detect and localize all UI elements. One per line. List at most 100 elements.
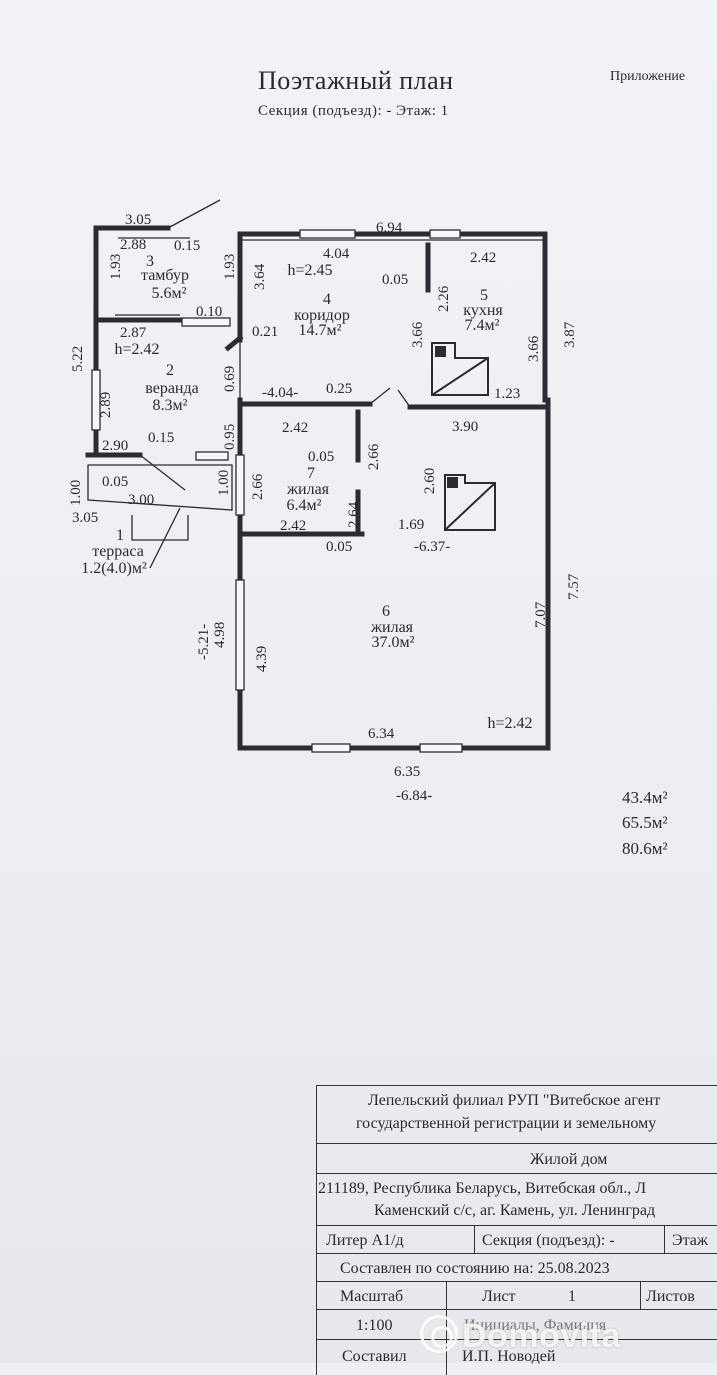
dim-3-05-bot: 3.05 [72,510,98,526]
room2-area: 8.3м² [153,397,188,414]
door-swing-tambur [167,199,221,229]
room2-name: веранда [145,380,198,397]
dim-0-15-a: 0.15 [174,238,200,254]
room4-number: 4 [323,291,331,308]
dim-0-05-c: 0.05 [102,474,128,490]
stamp-row-scale-value: 1:100 Инициалы, Фамилия [316,1309,717,1340]
dim-3-66-a: 3.66 [410,321,426,348]
dim-7-07: 7.07 [533,601,549,628]
room3-number: 3 [146,253,154,270]
dim-2-66-a: 2.66 [366,443,382,470]
dim-1-93-a: 1.93 [108,254,124,280]
dim-2-88: 2.88 [120,237,146,253]
room5-name: кухня [463,302,503,319]
dim-2-42-mid: 2.42 [282,420,308,436]
window-veranda [91,369,101,431]
stamp-row-address: 211189, Республика Беларусь, Витебская о… [316,1173,717,1226]
stamp-section: Секция (подъезд): - [482,1232,615,1249]
window-left-1 [235,579,245,691]
dim-3-90: 3.90 [452,419,478,435]
dim-3-05-top: 3.05 [125,212,151,228]
room6-area: 37.0м² [372,634,415,651]
room7-number: 7 [307,465,315,482]
stamp-sheet-value: 1 [568,1288,576,1305]
dim-4-39: 4.39 [254,646,270,672]
stamp-row-org: Лепельский филиал РУП "Витебское агент г… [316,1085,717,1144]
area-totals: 43.4м² 65.5м² 80.6м² [622,788,668,858]
dim-4-04-mid: -4.04- [262,385,298,401]
title-block: Лепельский филиал РУП "Витебское агент г… [316,1085,717,1375]
dim-2-26: 2.26 [436,285,452,312]
stamp-sheets-label: Листов [646,1288,695,1305]
dim-2-60: 2.60 [422,468,438,494]
dim-6-35: 6.35 [394,764,420,780]
dim-1-69: 1.69 [398,517,424,533]
dim-7-57: 7.57 [566,573,582,600]
dim-0-05-a: 0.05 [382,272,408,288]
total-area-2: 65.5м² [622,813,668,832]
room5-number: 5 [480,287,488,304]
window-tambur [181,317,231,327]
dim-3-66-b: 3.66 [526,335,542,362]
stoves [431,342,496,531]
windows [91,229,463,753]
dim-2-89: 2.89 [98,392,114,418]
dim-0-15-b: 0.15 [148,430,174,446]
stamp-row-composer: Составил И.П. Новодей [316,1339,717,1375]
stamp-date-line: Составлен по состоянию на: 25.08.2023 [340,1260,610,1277]
stamp-sheet-label: Лист [482,1288,516,1305]
dim-2-42-top: 2.42 [470,250,496,266]
total-area-3: 80.6м² [622,839,668,858]
window-bottom-1 [311,743,351,753]
terrace-diagonal [139,454,186,491]
dim-3-00: 3.00 [128,492,154,508]
vertical-dimension-labels: 1.93 1.93 3.64 2.26 3.66 3.66 3.87 5.22 … [68,254,582,672]
stove-room6-marker [447,477,458,488]
dim-0-05-b: 0.05 [308,449,334,465]
room-labels: 3 тамбур 5.6м² h=2.42 2 веранда 8.3м² h=… [81,253,532,732]
window-top-2 [429,229,461,239]
stamp-scale-value: 1:100 [356,1317,393,1334]
dim-2-42-low: 2.42 [280,518,306,534]
stamp-org-line2: государственной регистрации и земельному [356,1115,657,1132]
stamp-initials-text: Инициалы, Фамилия [464,1317,607,1334]
room3-area: 5.6м² [152,285,187,302]
door-swing-kitchen [397,389,411,408]
stamp-address-line2: Каменский с/с, аг. Камень, ул. Ленинград [374,1202,656,1219]
stamp-row-liter: Литер А1/д Секция (подъезд): - Этаж [316,1225,717,1254]
dim-4-04-top: 4.04 [323,246,350,262]
window-top-1 [299,229,356,239]
dim-1-93-b: 1.93 [222,254,238,280]
dim-5-21: -5.21- [196,624,212,660]
dim-6-34: 6.34 [368,726,395,742]
room3-name: тамбур [141,267,189,284]
dim-1-00-b: 1.00 [216,470,232,496]
plan-title: Поэтажный план [258,66,454,95]
room4-area: 14.7м² [299,322,342,339]
dim-0-05-d: 0.05 [326,539,352,555]
dim-0-69: 0.69 [222,366,238,392]
window-veranda-right [195,451,229,461]
dim-0-10: 0.10 [196,304,222,320]
dim-1-23: 1.23 [494,386,520,402]
stove-kitchen [431,342,489,396]
stamp-composer-label: Составил [342,1348,407,1365]
room2-number: 2 [166,362,174,379]
room6-height: h=2.42 [487,715,532,732]
room2-height: h=2.42 [114,341,159,358]
room6-number: 6 [382,603,390,620]
dimension-labels: 3.05 2.88 0.15 6.94 4.04 2.42 0.05 2.87 … [72,212,520,804]
dim-5-22: 5.22 [70,346,86,372]
dim-4-98: 4.98 [212,622,228,648]
domovita-watermark: Domovita [462,1317,621,1355]
terrace-steps [131,515,189,541]
stamp-address-line1: 211189, Республика Беларусь, Витебская о… [318,1180,647,1197]
dim-2-64: 2.64 [346,501,362,528]
stamp-row-date: Составлен по состоянию на: 25.08.2023 [316,1253,717,1282]
dim-6-84: -6.84- [396,788,432,804]
room1-area: 1.2(4.0)м² [81,560,147,577]
total-area-1: 43.4м² [622,788,668,807]
room1-name: терраса [92,543,144,560]
stamp-floor: Этаж [672,1232,708,1249]
